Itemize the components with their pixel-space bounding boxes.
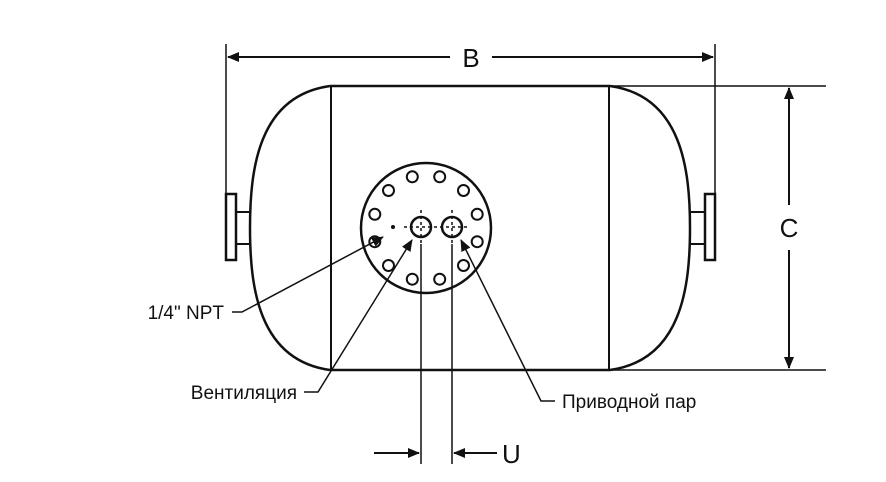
bolt-hole: [433, 272, 447, 286]
vent-label: Вентиляция: [191, 383, 297, 404]
bolt-hole-ring: [368, 170, 484, 286]
bolt-hole: [433, 170, 447, 184]
bolt-hole: [405, 170, 419, 184]
left-flange: [224, 192, 238, 262]
bolt-hole: [405, 272, 419, 286]
bolt-hole: [470, 207, 484, 221]
dimension-b: B: [225, 43, 716, 194]
vent-leader: [304, 239, 413, 393]
dimension-u-label: U: [502, 439, 521, 469]
bolt-hole: [368, 207, 382, 221]
dimension-b-label: B: [462, 43, 479, 73]
callout-steam: Приводной пар: [460, 239, 696, 413]
callout-npt: 1/4" NPT: [148, 236, 384, 324]
right-flange: [703, 192, 717, 262]
bolt-hole: [382, 184, 395, 197]
flange-circle: [359, 161, 493, 295]
bolt-hole: [382, 259, 395, 272]
manway-flange: [359, 161, 493, 295]
dimension-u: U: [374, 244, 521, 469]
right-nozzle: [690, 192, 717, 262]
right-head: [609, 84, 692, 372]
dimension-c: C: [610, 85, 826, 371]
steam-label: Приводной пар: [562, 392, 696, 413]
npt-port: [391, 225, 395, 229]
left-nozzle: [224, 192, 251, 262]
npt-leader: [232, 236, 384, 313]
bolt-hole: [457, 184, 470, 197]
callout-vent: Вентиляция: [191, 239, 413, 404]
left-head: [248, 84, 331, 372]
bolt-hole: [457, 259, 470, 272]
npt-label: 1/4" NPT: [148, 303, 225, 324]
steam-leader: [460, 239, 555, 402]
tank-body: [248, 84, 692, 372]
dimension-c-label: C: [780, 213, 799, 243]
bolt-hole: [470, 235, 484, 249]
